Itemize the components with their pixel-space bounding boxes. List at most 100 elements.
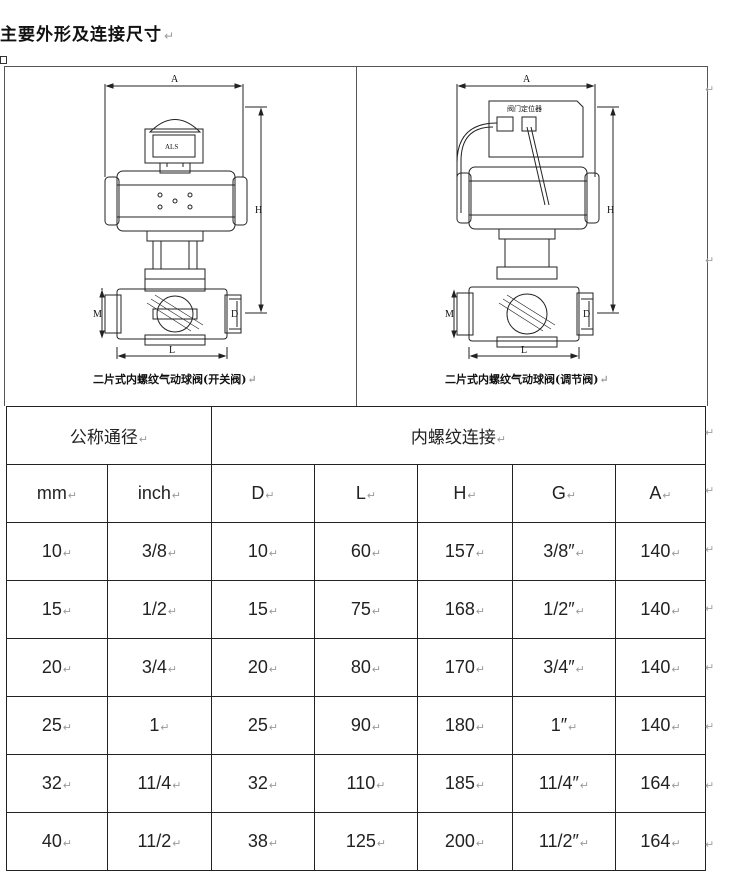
cell-d: 32↵ bbox=[211, 754, 315, 813]
cell-h: 157↵ bbox=[417, 522, 513, 581]
modulating-valve-drawing: A H M D L 阀门定位器 bbox=[445, 74, 619, 359]
cell-mm: 15↵ bbox=[6, 580, 108, 639]
cell-a: 140↵ bbox=[614, 522, 707, 581]
cell-value: 1″ bbox=[550, 715, 568, 735]
cell-h: 200↵ bbox=[417, 812, 513, 871]
cell-value: 40 bbox=[41, 831, 62, 851]
cell-value: 140 bbox=[640, 715, 671, 735]
cell-l: 60↵ bbox=[314, 522, 418, 581]
cell-value: 168 bbox=[444, 599, 475, 619]
dimension-table: 公称通径↵ 内螺纹连接↵ mm↵ inch↵ D↵ L↵ H↵ G↵ A↵ 10… bbox=[6, 406, 707, 871]
switch-box-label: ALS bbox=[165, 143, 178, 151]
header-text: A bbox=[649, 483, 662, 503]
paragraph-mark: ↵ bbox=[705, 602, 715, 615]
table-anchor-icon[interactable] bbox=[0, 56, 7, 64]
cell-inch: 11/4↵ bbox=[107, 754, 212, 813]
cell-g: 3/4″↵ bbox=[512, 638, 616, 697]
cell-mm: 40↵ bbox=[6, 812, 108, 871]
paragraph-mark: ↵ bbox=[268, 664, 279, 676]
cell-value: 1 bbox=[149, 715, 160, 735]
cell-mm: 20↵ bbox=[6, 638, 108, 697]
paragraph-mark: ↵ bbox=[671, 722, 681, 734]
heading-text: 主要外形及连接尺寸 bbox=[0, 25, 162, 45]
cell-value: 180 bbox=[444, 715, 475, 735]
paragraph-mark: ↵ bbox=[705, 543, 715, 556]
column-header-mm: mm↵ bbox=[6, 464, 108, 523]
paragraph-mark: ↵ bbox=[172, 838, 182, 850]
table-column-header-row: mm↵ inch↵ D↵ L↵ H↵ G↵ A↵ bbox=[6, 464, 707, 523]
cell-value: 3/4 bbox=[141, 657, 167, 677]
table-body: 10↵3/8↵10↵60↵157↵3/8″↵140↵15↵1/2↵15↵75↵1… bbox=[6, 522, 707, 871]
header-text: 内螺纹连接 bbox=[410, 428, 496, 447]
cell-value: 11/4″ bbox=[538, 773, 579, 793]
positioner-label: 阀门定位器 bbox=[507, 104, 542, 113]
paragraph-mark: ↵ bbox=[575, 606, 585, 618]
cell-value: 25 bbox=[247, 715, 268, 735]
column-header-a: A↵ bbox=[614, 464, 707, 523]
table-row: 40↵11/2↵38↵125↵200↵11/2″↵164↵ bbox=[6, 812, 707, 871]
cell-value: 11/2 bbox=[137, 831, 172, 851]
header-text: D bbox=[251, 483, 265, 503]
paragraph-mark: ↵ bbox=[475, 722, 486, 734]
cell-value: 140 bbox=[640, 541, 671, 561]
cell-value: 10 bbox=[247, 541, 268, 561]
dim-h-label: H bbox=[255, 205, 262, 216]
cell-d: 10↵ bbox=[211, 522, 315, 581]
cell-value: 140 bbox=[640, 657, 671, 677]
cell-l: 125↵ bbox=[314, 812, 418, 871]
cell-d: 20↵ bbox=[211, 638, 315, 697]
paragraph-mark: ↵ bbox=[475, 838, 486, 850]
paragraph-mark: ↵ bbox=[705, 720, 715, 733]
paragraph-mark: ↵ bbox=[366, 490, 377, 502]
paragraph-mark: ↵ bbox=[705, 779, 715, 792]
table-row: 15↵1/2↵15↵75↵168↵1/2″↵140↵ bbox=[6, 580, 707, 639]
dim-h-label: H bbox=[607, 205, 614, 216]
paragraph-mark: ↵ bbox=[475, 780, 486, 792]
cell-d: 25↵ bbox=[211, 696, 315, 755]
cell-value: 11/4 bbox=[137, 773, 172, 793]
cell-l: 80↵ bbox=[314, 638, 418, 697]
paragraph-mark: ↵ bbox=[268, 838, 279, 850]
paragraph-mark: ↵ bbox=[705, 426, 715, 439]
table-row: 10↵3/8↵10↵60↵157↵3/8″↵140↵ bbox=[6, 522, 707, 581]
paragraph-mark: ↵ bbox=[164, 29, 176, 43]
paragraph-mark: ↵ bbox=[475, 548, 486, 560]
paragraph-mark: ↵ bbox=[268, 606, 279, 618]
paragraph-mark: ↵ bbox=[475, 664, 486, 676]
dim-a-label: A bbox=[523, 74, 531, 85]
paragraph-mark: ↵ bbox=[371, 722, 382, 734]
paragraph-mark: ↵ bbox=[62, 548, 73, 560]
header-text: H bbox=[453, 483, 467, 503]
figure-modulating-valve: A H M D L 阀门定位器 二片式内螺纹气动球阀(调节阀)↵ bbox=[357, 67, 707, 406]
paragraph-mark: ↵ bbox=[575, 548, 585, 560]
cell-value: 164 bbox=[640, 773, 671, 793]
cell-value: 80 bbox=[350, 657, 371, 677]
cell-g: 1/2″↵ bbox=[512, 580, 616, 639]
figure-onoff-valve: A H M D L ALS 二片式内螺纹气动球阀(开关阀)↵ bbox=[5, 67, 357, 406]
column-header-g: G↵ bbox=[512, 464, 616, 523]
onoff-valve-drawing: A H M D L ALS bbox=[93, 74, 267, 359]
cell-value: 125 bbox=[345, 831, 376, 851]
paragraph-mark: ↵ bbox=[579, 838, 590, 850]
cell-g: 11/4″↵ bbox=[512, 754, 616, 813]
cell-l: 110↵ bbox=[314, 754, 418, 813]
onoff-caption-text: 二片式内螺纹气动球阀(开关阀) bbox=[93, 373, 247, 386]
cell-inch: 3/8↵ bbox=[107, 522, 212, 581]
column-header-d: D↵ bbox=[211, 464, 315, 523]
dim-m-label: M bbox=[445, 309, 454, 320]
cell-value: 140 bbox=[640, 599, 671, 619]
cell-value: 3/8″ bbox=[543, 541, 575, 561]
paragraph-mark: ↵ bbox=[167, 664, 178, 676]
paragraph-mark: ↵ bbox=[705, 254, 715, 267]
header-text: G bbox=[551, 483, 566, 503]
paragraph-mark: ↵ bbox=[265, 490, 275, 502]
paragraph-mark: ↵ bbox=[671, 548, 681, 560]
cell-h: 170↵ bbox=[417, 638, 513, 697]
cell-value: 3/8 bbox=[141, 541, 167, 561]
paragraph-mark: ↵ bbox=[172, 780, 182, 792]
cell-g: 1″↵ bbox=[512, 696, 616, 755]
paragraph-mark: ↵ bbox=[62, 780, 73, 792]
cell-value: 1/2 bbox=[141, 599, 167, 619]
group-header-nominal-size: 公称通径↵ bbox=[6, 406, 212, 465]
paragraph-mark: ↵ bbox=[376, 780, 386, 792]
